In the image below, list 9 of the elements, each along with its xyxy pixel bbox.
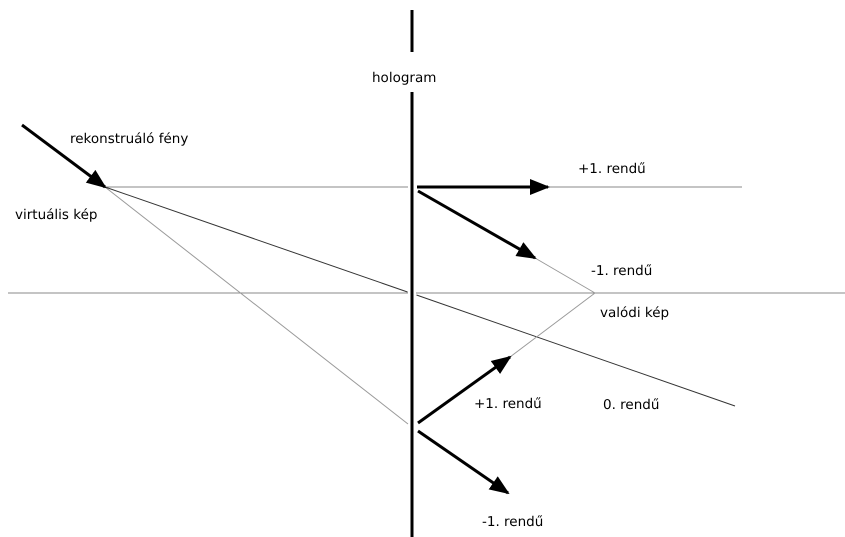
ray-label: rekonstruáló fény: [70, 131, 188, 147]
ray-label: +1. rendű: [474, 396, 542, 412]
ray-label: -1. rendű: [482, 514, 544, 530]
ray-label: valódi kép: [600, 305, 670, 321]
hologram-label: hologram: [372, 70, 436, 86]
ray-label: -1. rendű: [591, 263, 652, 279]
ray-label: +1. rendű: [578, 161, 646, 177]
ray-label: virtuális kép: [15, 207, 98, 223]
ray-label: 0. rendű: [603, 397, 660, 413]
